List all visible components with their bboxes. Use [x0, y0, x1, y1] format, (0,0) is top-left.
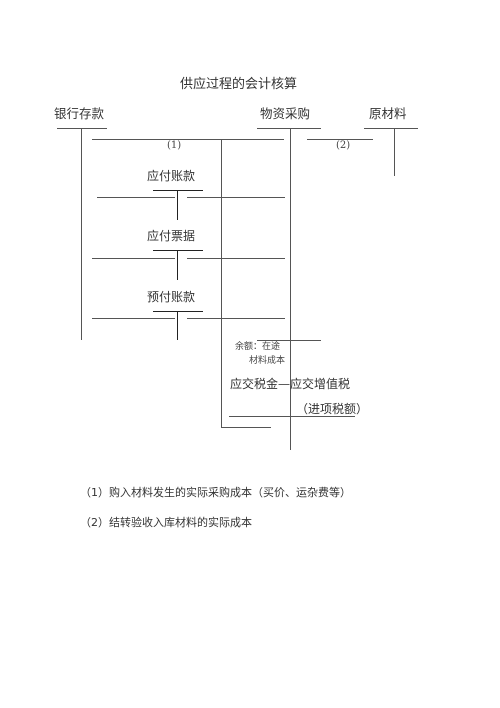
note-1: （1）购入材料发生的实际采购成本（买价、运杂费等） [80, 486, 351, 499]
raw-materials-vertical-line [394, 128, 395, 176]
entry-1-line [92, 139, 284, 140]
prepayments-vertical-line [177, 311, 178, 340]
accounts-payable-top-line [153, 190, 203, 191]
account-accounts-payable: 应付账款 [147, 169, 196, 183]
account-material-purchase: 物资采购 [260, 106, 311, 121]
account-raw-materials: 原材料 [369, 106, 407, 121]
entry-1-label: (1) [167, 140, 182, 151]
notes-payable-vertical-line [177, 250, 178, 280]
account-notes-payable: 应付票据 [147, 229, 196, 243]
vat-input-tax-label: （进项税额） [296, 402, 369, 416]
vat-payable-top-line [229, 416, 355, 417]
accounts-payable-vertical-line [177, 190, 178, 220]
note-2: （2）结转验收入库材料的实际成本 [80, 516, 252, 529]
prepayments-right-line [187, 318, 285, 319]
tax-connector-vertical [221, 139, 222, 427]
material-purchase-top-line [257, 128, 321, 129]
bank-deposit-vertical-line [81, 128, 82, 340]
entry-2-line [307, 139, 373, 140]
notes-payable-top-line [153, 250, 203, 251]
account-bank-deposit: 银行存款 [54, 106, 105, 121]
bank-deposit-top-line [57, 128, 107, 129]
account-vat-payable: 应交税金—应交增值税 [230, 377, 351, 391]
notes-payable-right-line [187, 258, 285, 259]
prepayments-top-line [153, 311, 203, 312]
entry-2-label: (2) [336, 140, 351, 151]
prepayments-left-line [92, 318, 175, 319]
account-prepayments: 预付账款 [147, 290, 196, 304]
balance-label-line2: 材料成本 [249, 356, 286, 366]
notes-payable-left-line [92, 258, 175, 259]
balance-label-line1: 余额：在途 [235, 342, 281, 352]
accounts-payable-right-line [187, 197, 285, 198]
raw-materials-top-line [364, 128, 418, 129]
material-purchase-vertical-line [290, 128, 291, 450]
vat-debit-line [221, 427, 271, 428]
accounts-payable-left-line [97, 197, 175, 198]
diagram-title: 供应过程的会计核算 [180, 77, 298, 92]
material-purchase-balance-line [257, 340, 321, 341]
